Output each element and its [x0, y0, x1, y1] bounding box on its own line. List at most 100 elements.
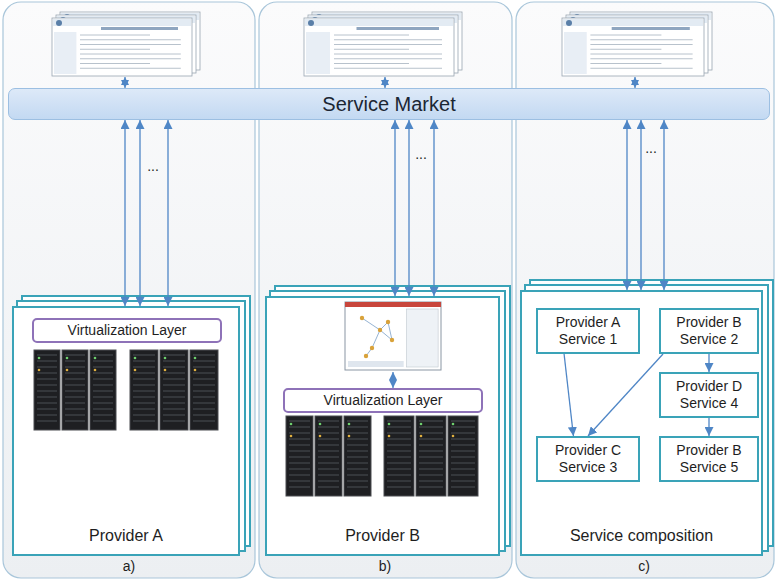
server-rack [90, 350, 116, 430]
rack-slot [93, 372, 113, 374]
rack-slot [163, 408, 185, 410]
page-header [53, 19, 191, 26]
rack-slot [347, 468, 368, 470]
rack-slot [289, 468, 310, 470]
page-row [590, 44, 692, 45]
rack-slot [347, 474, 368, 476]
page-sidebar [54, 32, 76, 74]
node-text: Provider A [14, 526, 238, 545]
rack-led [194, 357, 197, 360]
rack-slot [387, 444, 411, 446]
server-rack [34, 350, 60, 430]
server-rack [416, 416, 446, 496]
service-box: Provider A Service 1 [536, 308, 640, 354]
rack-slot [163, 354, 185, 356]
rack-body [286, 416, 313, 496]
web-page-stack [52, 12, 200, 76]
page-row [80, 44, 181, 45]
rack-body [416, 416, 446, 496]
rack-slot [387, 456, 411, 458]
ellipsis-mark: ... [147, 158, 159, 174]
server-rack [130, 350, 158, 430]
rack-slot [451, 420, 475, 422]
rack-slot [193, 384, 215, 386]
rack-slot [65, 378, 85, 380]
page-row [80, 58, 181, 59]
page-row [334, 58, 442, 59]
rack-slot [289, 474, 310, 476]
server-rack [315, 416, 342, 496]
rack-slot [65, 402, 85, 404]
provider-box: Virtualization LayerProvider A [12, 306, 240, 556]
page-logo [566, 20, 572, 26]
connector-arrow [139, 120, 140, 306]
service-box: Provider B Service 2 [659, 308, 759, 354]
rack-slot [93, 360, 113, 362]
rack-slot [347, 426, 368, 428]
rack-led [194, 369, 197, 372]
rack-slot [193, 378, 215, 380]
page-row [80, 54, 181, 55]
rack-led [38, 369, 41, 372]
rack-slot [193, 420, 215, 422]
rack-slot [193, 396, 215, 398]
console-screenshot [345, 302, 441, 370]
rack-slot [65, 372, 85, 374]
rack-led [134, 357, 137, 360]
rack-slot [133, 378, 155, 380]
rack-slot [451, 480, 475, 482]
rack-slot [65, 384, 85, 386]
rack-slot [451, 456, 475, 458]
rack-slot [65, 390, 85, 392]
rack-slot [289, 420, 310, 422]
rack-slot [318, 426, 339, 428]
rack-slot [37, 360, 57, 362]
rack-slot [451, 444, 475, 446]
rack-slot [133, 384, 155, 386]
rack-slot [163, 360, 185, 362]
rack-slot [37, 390, 57, 392]
rack-led [290, 423, 293, 426]
rack-led [290, 435, 293, 438]
rack-slot [347, 486, 368, 488]
rack-slot [163, 402, 185, 404]
graph-node [370, 346, 374, 350]
rack-slot [451, 432, 475, 434]
web-page-stack [304, 12, 462, 76]
rack-slot [37, 420, 57, 422]
rack-slot [37, 366, 57, 368]
rack-body [130, 350, 158, 430]
connector-arrow [433, 120, 434, 296]
page-sidebar [306, 32, 330, 74]
node-text: Provider B [267, 526, 498, 545]
rack-led [319, 435, 322, 438]
rack-slot [387, 486, 411, 488]
rack-slot [93, 354, 113, 356]
rack-slot [133, 390, 155, 392]
page-row [334, 54, 442, 55]
rack-slot [318, 420, 339, 422]
rack-body [62, 350, 88, 430]
rack-led [348, 423, 351, 426]
graph-node [378, 328, 382, 332]
rack-slot [193, 408, 215, 410]
connector-arrow [663, 120, 664, 290]
rack-slot [318, 450, 339, 452]
rack-slot [65, 366, 85, 368]
rack-slot [65, 420, 85, 422]
rack-slot [193, 354, 215, 356]
rack-slot [451, 438, 475, 440]
rack-slot [318, 432, 339, 434]
link-arrow [384, 77, 385, 88]
rack-slot [451, 468, 475, 470]
rack-led [388, 423, 391, 426]
page-row [334, 63, 409, 64]
graph-node [390, 338, 394, 342]
rack-body [384, 416, 414, 496]
rack-led [94, 357, 97, 360]
rack-slot [133, 396, 155, 398]
link-arrow [392, 372, 393, 388]
rack-slot [193, 360, 215, 362]
server-rack [190, 350, 218, 430]
connector-arrow [708, 418, 709, 436]
